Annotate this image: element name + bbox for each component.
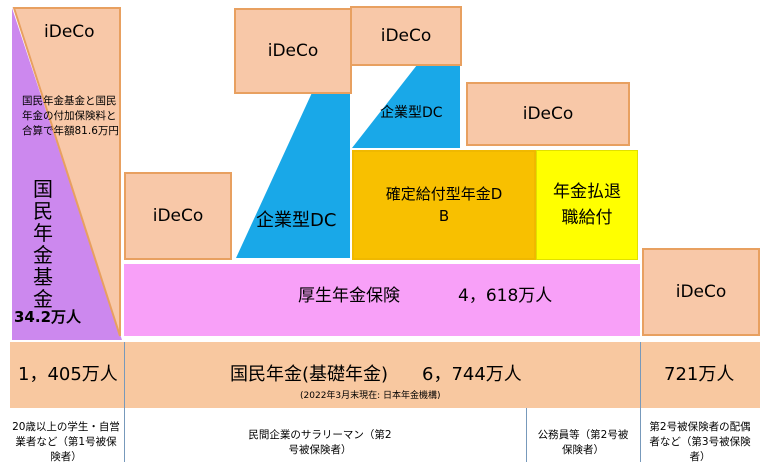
category-third-label: 第2号被保険者の配偶者など（第3号被保険者） <box>649 420 751 463</box>
separator-2 <box>526 408 527 462</box>
source-note: (2022年3月末現在: 日本年金機構) <box>300 391 441 401</box>
ideco-box-2: iDeCo <box>350 6 462 66</box>
retirement-box: 年金払退職給付 <box>536 150 638 260</box>
separator-1 <box>124 342 125 462</box>
category-first-label: 20歳以上の学生・自営業者など（第1号被保険者） <box>12 420 120 463</box>
db-box: 確定給付型年金DB <box>352 150 536 260</box>
separator-3 <box>640 342 641 462</box>
employee-pension-label: 厚生年金保険 <box>298 286 400 306</box>
ideco-label: iDeCo <box>675 282 727 302</box>
category-third: 第2号被保険者の配偶者など（第3号被保険者） <box>640 418 760 466</box>
pension-fund-count: 34.2万人 <box>14 308 82 326</box>
ideco-triangle-1 <box>12 7 121 337</box>
ideco-label: iDeCo <box>380 26 432 46</box>
employee-pension-bar: 厚生年金保険 4，618万人 <box>124 264 640 336</box>
ideco-label: iDeCo <box>522 104 574 124</box>
ideco-label: iDeCo <box>267 41 319 61</box>
basic-pension-bar: 1，405万人 国民年金(基礎年金) 6，744万人 (2022年3月末現在: … <box>10 342 760 408</box>
basic-pension-count: 6，744万人 <box>422 364 522 385</box>
ideco-box-4: iDeCo <box>124 172 232 260</box>
ideco-box-5: iDeCo <box>642 248 760 336</box>
pension-fund-label: 国民年金基金 <box>33 177 53 311</box>
category-public: 公務員等（第2号被保険者） <box>526 426 640 460</box>
corporate-dc-label-1: 企業型DC <box>256 210 337 231</box>
ideco-label: iDeCo <box>152 206 204 226</box>
corporate-dc-label-2: 企業型DC <box>380 105 443 121</box>
retirement-label: 年金払退職給付 <box>553 182 621 228</box>
category-private-label: 民間企業のサラリーマン（第2号被保険者） <box>248 429 392 456</box>
employee-pension-count: 4，618万人 <box>458 286 553 306</box>
db-label: 確定給付型年金DB <box>385 185 503 225</box>
third-count: 721万人 <box>664 364 735 385</box>
category-public-label: 公務員等（第2号被保険者） <box>537 429 629 456</box>
basic-pension-label: 国民年金(基礎年金) <box>230 364 389 385</box>
first-count: 1，405万人 <box>18 364 118 385</box>
ideco-box-3: iDeCo <box>466 82 630 146</box>
category-first: 20歳以上の学生・自営業者など（第1号被保険者） <box>10 418 122 466</box>
pension-fund-note: 国民年金基金と国民年金の付加保険料と合算で年額81.6万円 <box>22 95 119 137</box>
category-private: 民間企業のサラリーマン（第2号被保険者） <box>170 426 470 460</box>
ideco-box-1: iDeCo <box>234 8 352 94</box>
ideco-label-left: iDeCo <box>44 22 95 42</box>
